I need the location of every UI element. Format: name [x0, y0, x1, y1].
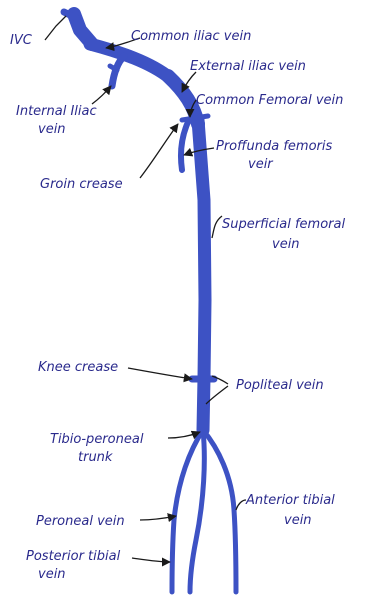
- pointer-peroneal: [140, 516, 176, 520]
- label-knee-crease: Knee crease: [38, 360, 118, 375]
- label-posterior-tibial-2: vein: [38, 567, 66, 582]
- pointer-tibio-peroneal: [168, 432, 200, 438]
- anterior-tibial-vessel: [203, 430, 236, 592]
- pointer-ivc: [45, 16, 66, 40]
- label-tibio-peroneal-2: trunk: [78, 450, 113, 465]
- label-profunda-2: veir: [248, 157, 274, 172]
- internal-iliac-stub: [110, 66, 117, 70]
- common-iliac-vessel: [90, 44, 170, 78]
- pointer-posterior-tibial: [132, 558, 170, 562]
- label-external-iliac: External iliac vein: [190, 59, 306, 74]
- label-posterior-tibial-1: Posterior tibial: [26, 549, 121, 564]
- label-common-iliac: Common iliac vein: [131, 29, 251, 44]
- label-superficial-femoral-2: vein: [272, 237, 300, 252]
- pointer-internal-iliac: [92, 86, 111, 104]
- label-internal-iliac-2: vein: [38, 122, 66, 137]
- label-anterior-tibial-1: Anterior tibial: [245, 493, 335, 508]
- label-groin-crease: Groin crease: [40, 177, 123, 192]
- pointer-knee-crease: [128, 368, 192, 379]
- posterior-tibial-vessel: [172, 430, 203, 592]
- label-popliteal: Popliteal vein: [236, 378, 324, 393]
- label-superficial-femoral-1: Superficial femoral: [222, 217, 345, 232]
- label-profunda-1: Proffunda femoris: [216, 139, 332, 154]
- label-common-femoral: Common Femoral vein: [196, 93, 343, 108]
- label-peroneal: Peroneal vein: [36, 514, 125, 529]
- pointer-superficial-femoral: [212, 216, 222, 238]
- label-internal-iliac-1: Internal Iliac: [16, 104, 97, 119]
- label-ivc: IVC: [10, 33, 33, 48]
- femoral-main-vessel: [198, 120, 205, 430]
- pointer-groin-crease: [140, 124, 178, 178]
- label-tibio-peroneal-1: Tibio-peroneal: [50, 432, 144, 447]
- profunda-femoris-vessel: [181, 122, 188, 170]
- pointer-anterior-tibial: [236, 500, 246, 510]
- label-anterior-tibial-2: vein: [284, 513, 312, 528]
